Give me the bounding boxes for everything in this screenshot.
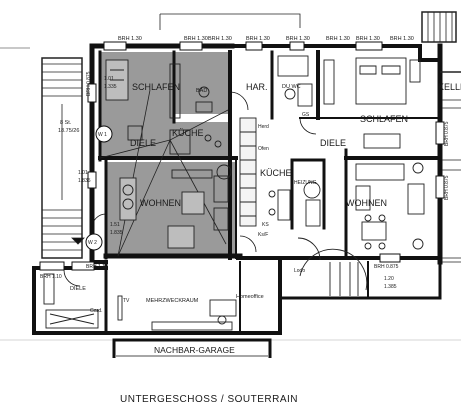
brh-bottom-3: BRH 0.875 <box>374 264 399 270</box>
brh-a: BRH 1.30 <box>118 36 142 42</box>
room-mehrzweckraum: MEHRZWECKRAUM <box>146 298 199 304</box>
room-har: HAR. <box>246 82 268 92</box>
dim-1: 1.01 <box>104 76 114 82</box>
plan-title: UNTERGESCHOSS / SOUTERRAIN <box>120 394 298 405</box>
labels: SCHLAFEN BAD HAR. DU WC SCHLAFEN KELLE D… <box>40 36 461 405</box>
room-homeoffice: Homeoffice <box>236 294 264 300</box>
marker-w1: W 1 <box>98 132 107 138</box>
room-lodo: Lodo <box>294 268 305 274</box>
brh-side-2: BRH 0.875 <box>444 121 450 146</box>
brh-side-3: BRH 0.875 <box>444 175 450 200</box>
marker-w2: W 2 <box>88 240 97 246</box>
brh-bottom-2: BRH 1.10 <box>86 264 108 270</box>
label-ofen: Ofen <box>258 146 269 152</box>
room-schlafen-left: SCHLAFEN <box>132 82 180 92</box>
furniture <box>43 55 425 331</box>
room-wohnen-right: WOHNEN <box>346 198 387 208</box>
brh-b: BRH 1.30 <box>184 36 208 42</box>
brh-c: BRH 1.30 <box>246 36 270 42</box>
garage-outline <box>112 338 272 358</box>
walls <box>32 43 443 335</box>
room-diele-right: DIELE <box>320 138 346 148</box>
dim-8: 1.385 <box>384 284 397 290</box>
room-du-wc: DU WC <box>282 84 301 90</box>
left-stairs <box>41 57 85 259</box>
brh-bottom-1: BRH 1.10 <box>40 274 62 280</box>
room-kueche-left: KÜCHE <box>172 128 204 138</box>
label-ks: KS <box>262 222 269 228</box>
room-diele-left: DIELE <box>130 138 156 148</box>
dim-5: 1.51 <box>110 222 120 228</box>
room-tv: TV <box>123 298 130 304</box>
room-bad: BAD <box>196 88 207 94</box>
stairs-count: 8 St. <box>60 120 72 126</box>
brh-e: BRH 1.30 <box>356 36 380 42</box>
brh-g: BRH 1.30 <box>326 36 350 42</box>
door-swings <box>63 91 317 287</box>
stairs-ratio: 18.75/26 <box>58 128 79 134</box>
room-garderobe: Gard. <box>90 308 103 314</box>
room-kueche-right: KÜCHE <box>260 168 292 178</box>
windows <box>39 41 445 271</box>
room-heizung: HEIZUNG <box>294 180 317 186</box>
brh-h: BRH 1.30 <box>390 36 414 42</box>
dim-6: 1.835 <box>110 230 123 236</box>
room-keller: KELLE <box>438 82 461 92</box>
brh-f: BRH 1.30 <box>208 36 232 42</box>
dim-4: 1.835 <box>78 178 91 184</box>
wall-markers <box>85 125 113 251</box>
label-ksf: Ks/F <box>258 232 268 238</box>
dim-2: 1.335 <box>104 84 117 90</box>
brh-d: BRH 1.30 <box>286 36 310 42</box>
garage-label: NACHBAR-GARAGE <box>154 345 235 355</box>
label-gs: GS <box>302 112 310 118</box>
brh-side-1: BRH 0.875 <box>86 71 92 96</box>
dim-3: 1.01 <box>78 170 88 176</box>
room-diele-bottom: DIELE <box>70 286 86 292</box>
label-herd: Herd <box>258 124 269 130</box>
room-wohnen-left: WOHNEN <box>140 198 181 208</box>
room-schlafen-right: SCHLAFEN <box>360 114 408 124</box>
dim-7: 1.20 <box>384 276 394 282</box>
